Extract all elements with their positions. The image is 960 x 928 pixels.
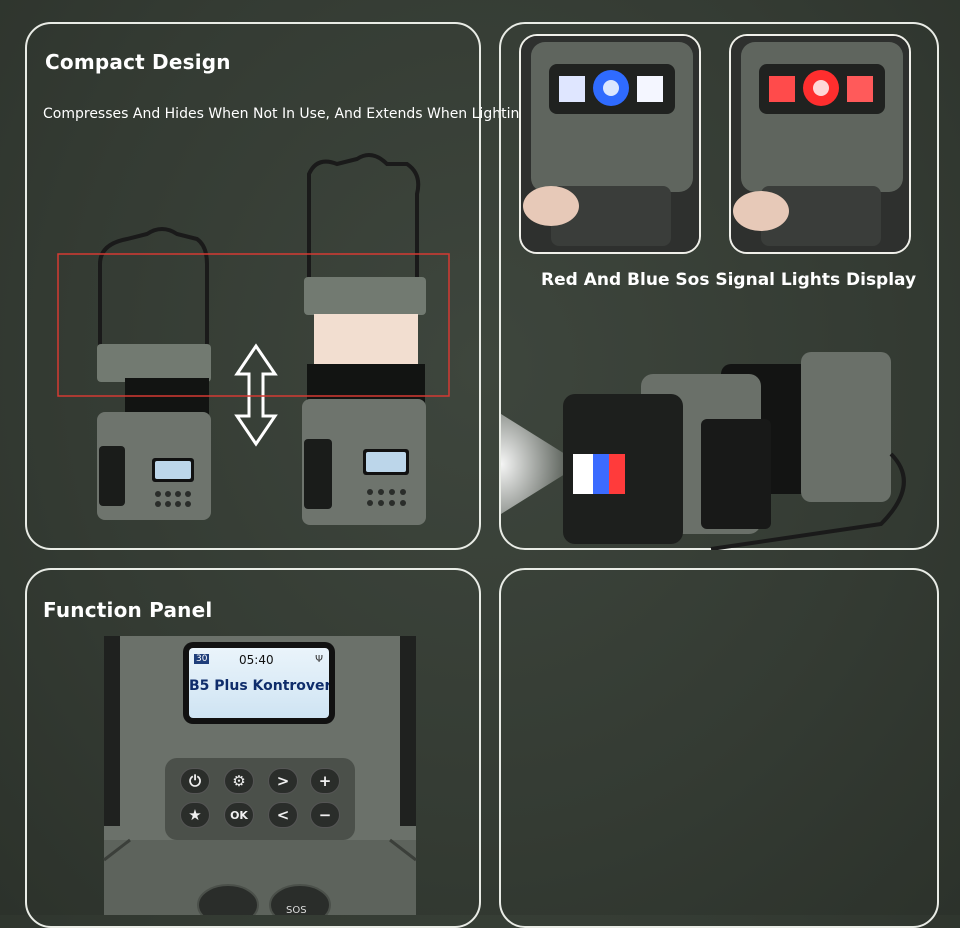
- lcd-tag: 30: [194, 654, 210, 664]
- volume-up-button[interactable]: +: [310, 768, 340, 794]
- blue-light-photo: [519, 34, 701, 254]
- volume-down-button[interactable]: −: [310, 802, 340, 828]
- favorite-button[interactable]: ★: [180, 802, 210, 828]
- tall-lantern-handle: [307, 153, 421, 282]
- next-button[interactable]: >: [268, 768, 298, 794]
- red-light-photo: [729, 34, 911, 254]
- sos-lights-panel: Red And Blue Sos Signal Lights Display: [499, 22, 939, 550]
- empty-panel: [499, 568, 939, 928]
- sos-button-label[interactable]: SOS: [286, 905, 307, 916]
- highlight-box: [57, 253, 450, 397]
- sos-caption: Red And Blue Sos Signal Lights Display: [541, 270, 917, 290]
- signal-icon: Ψ: [315, 654, 323, 665]
- power-button[interactable]: ⏻: [180, 768, 210, 794]
- compact-design-subtitle: Compresses And Hides When Not In Use, An…: [43, 106, 608, 122]
- ok-button[interactable]: OK: [224, 802, 254, 828]
- lcd-screen: 30 05:40 Ψ B5 Plus Kontroverse: [183, 642, 335, 724]
- tall-lantern-light: [314, 314, 418, 366]
- compact-design-panel: Compact Design Compresses And Hides When…: [25, 22, 607, 550]
- compact-design-title: Compact Design: [45, 50, 231, 74]
- lcd-time: 05:40: [239, 653, 274, 667]
- tall-lantern-cap: [304, 277, 426, 315]
- flashlight-illustration: [501, 352, 906, 550]
- settings-button[interactable]: ⚙: [224, 768, 254, 794]
- prev-button[interactable]: <: [268, 802, 298, 828]
- small-lantern-handle: [98, 227, 209, 349]
- small-lantern-cap: [97, 344, 211, 382]
- extend-arrow-icon: [234, 343, 278, 447]
- lcd-station: B5 Plus Kontroverse: [189, 678, 329, 694]
- lantern-illustration: [57, 153, 450, 525]
- function-panel-title: Function Panel: [43, 598, 213, 622]
